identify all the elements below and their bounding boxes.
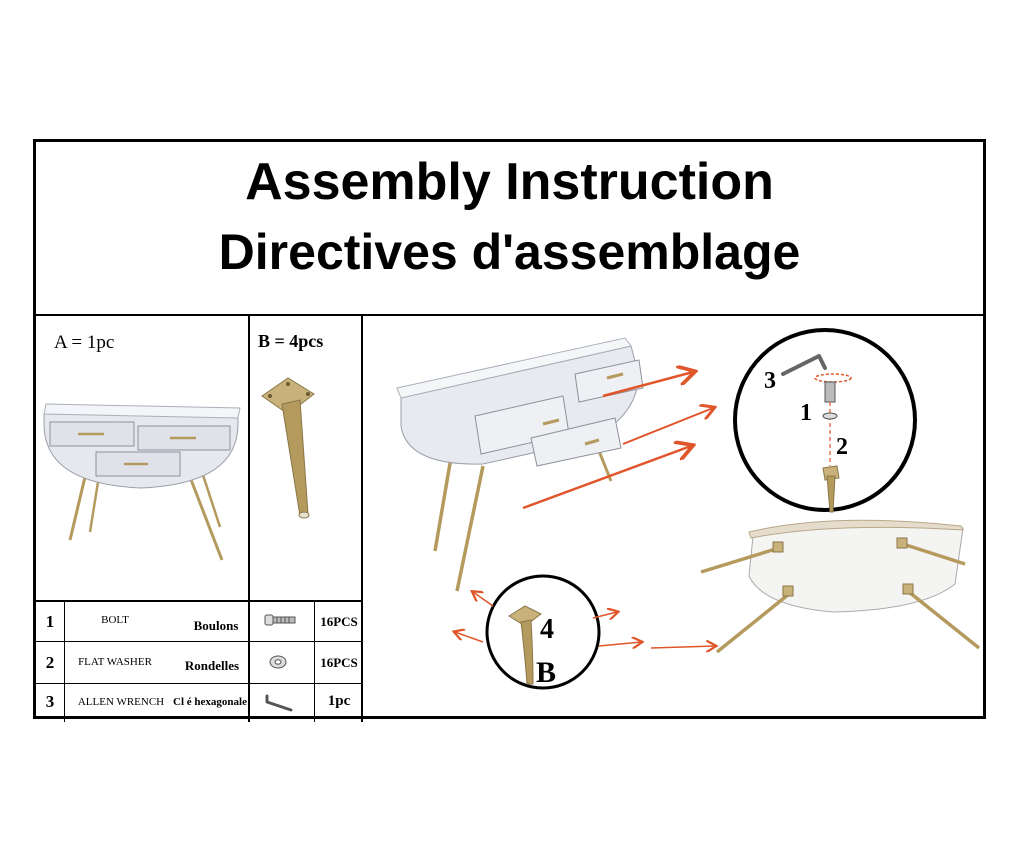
- title-box: Assembly Instruction Directives d'assemb…: [36, 142, 983, 316]
- table-col-name: [248, 600, 249, 722]
- allen-wrench-icon: [781, 354, 827, 376]
- table-top-line: [36, 600, 363, 602]
- divider-a-b: [248, 314, 250, 722]
- row-name-en: FLAT WASHER: [78, 656, 152, 668]
- part-b-label: B = 4pcs: [258, 331, 324, 351]
- step-number-1: 1: [800, 400, 812, 426]
- allen-wrench-icon: [265, 694, 293, 712]
- washer-icon: [822, 412, 838, 420]
- row-qty: 16PCS: [320, 654, 358, 670]
- console-upturned: [700, 519, 981, 654]
- row-name-fr: Rondelles: [184, 658, 240, 673]
- part-b-leg-illustration: [261, 377, 315, 519]
- table-row-line-2: [36, 683, 363, 684]
- part-b-callout-letter: B: [536, 656, 557, 689]
- assembly-diagram: [396, 328, 981, 690]
- row-name-fr: Boulons: [193, 618, 239, 633]
- row-number: 3: [45, 691, 55, 711]
- console-drawers-open: [396, 337, 644, 592]
- step-number-3: 3: [764, 368, 776, 394]
- table-row-line-1: [36, 641, 363, 642]
- part-a-console-illustration: [43, 403, 241, 561]
- row-number: 2: [45, 652, 55, 672]
- row-number: 1: [45, 611, 55, 631]
- table-col-icon: [314, 600, 315, 722]
- step-number-4: 4: [540, 614, 554, 645]
- callout-leg-circle: [485, 574, 601, 690]
- row-name-en: BOLT: [101, 614, 129, 626]
- part-a-label: A = 1pc: [54, 332, 115, 353]
- row-qty: 16PCS: [320, 613, 358, 629]
- callout-detail-circle: [733, 328, 917, 512]
- washer-icon: [269, 655, 287, 669]
- table-col-num: [64, 600, 65, 722]
- step-number-2: 2: [836, 434, 848, 460]
- row-name-en: ALLEN WRENCH: [77, 695, 165, 708]
- row-qty: 1pc: [327, 693, 351, 709]
- divider-left-right: [361, 314, 363, 722]
- instruction-sheet: Assembly Instruction Directives d'assemb…: [33, 139, 986, 722]
- title-english: Assembly Instruction: [245, 153, 774, 211]
- bolt-icon: [824, 381, 836, 403]
- row-name-fr: Cl é hexagonale: [173, 695, 247, 708]
- bolt-icon: [264, 614, 296, 626]
- title-french: Directives d'assemblage: [218, 224, 801, 280]
